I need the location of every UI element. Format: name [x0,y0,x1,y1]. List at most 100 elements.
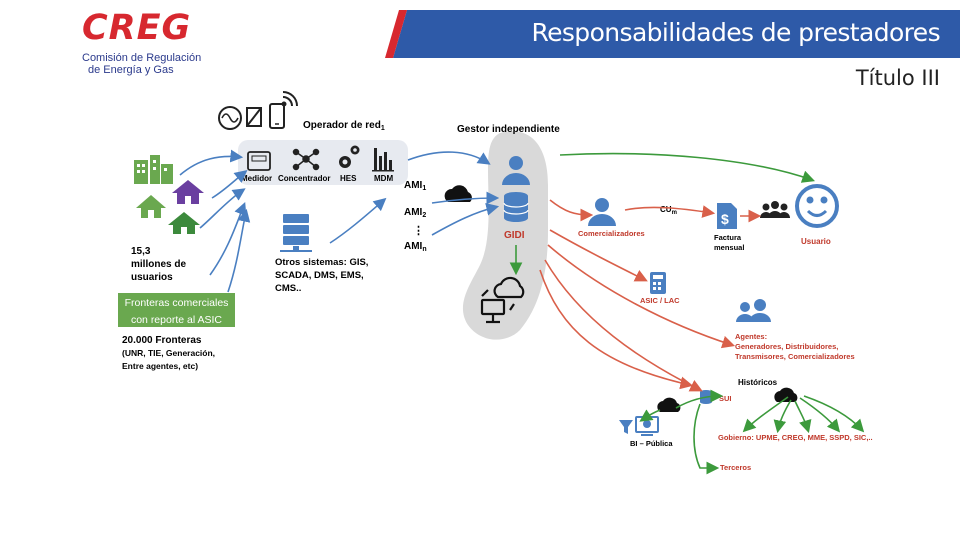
title-bar-shape [385,10,960,58]
mdm-label: MDM [374,174,393,183]
arrow-house-to-operator [211,170,248,199]
blue-arrows [179,149,500,293]
ami2-label: AMI2 [404,207,426,219]
concentrator-network-icon [292,148,320,171]
ami-ellipsis: ⋮ [413,225,424,237]
usuarios-count-line1: 15,3 [131,246,151,257]
terceros-label: Terceros [720,463,751,472]
hes-label: HES [340,174,357,183]
arrow-cloud-to-bi [639,409,661,422]
arrow-usuarios-to-operator [209,202,247,276]
fronteras-box-line2: con reporte al ASIC [130,314,223,326]
logo-subtitle-line2: de Energía y Gas [88,64,174,76]
arrow-gobierno-2 [773,399,792,434]
arrow-gestor-to-agentes [547,244,736,349]
usuario-label: Usuario [801,237,831,246]
otros-sistemas-line3: CMS.. [275,283,301,294]
comercializadores-label: Comercializadores [578,229,645,238]
sui-cloud-icon [657,397,681,412]
factura-line1: Factura [714,233,742,242]
buildings-icon [134,155,173,184]
agentes-line2: Generadores, Distribuidores, [735,342,838,351]
arrow-gobierno-1 [742,396,789,433]
cu-label: CUm [660,205,677,216]
gobierno-cloud-icon [774,387,798,402]
mdm-bar-chart-icon [372,148,394,172]
arrow-sui-to-terceros [693,403,720,475]
operador-label: Operador de red1 [303,120,385,132]
hes-gears-icon [339,145,360,168]
filter-icon [619,420,633,434]
arrow-gobierno-5 [803,395,865,433]
otros-sistemas-line2: SCADA, DMS, EMS, [275,270,364,281]
wifi-signal-icon [281,91,298,107]
historicos-label: Históricos [738,378,778,387]
invoice-document-icon: $ [717,203,737,229]
agentes-group-icon [736,299,771,322]
fronteras-count: 20.000 Fronteras [122,335,202,346]
usuario-smiley-icon [795,184,839,228]
otros-sistemas-line1: Otros sistemas: GIS, [275,257,368,268]
page-title: Responsabilidades de prestadores [531,18,940,47]
arrow-house2-to-operator [199,188,246,229]
fronteras-comerciales-box: Fronteras comerciales con reporte al ASI… [118,293,235,327]
user-group-icon [760,201,790,218]
smart-meter-icon [246,107,262,127]
energy-meter-icon [218,106,242,130]
gobierno-label: Gobierno: UPME, CREG, MME, SSPD, SIC,.. [718,433,873,442]
arrow-comercializadores-to-factura [624,205,716,218]
asic-label: ASIC / LAC [640,296,680,305]
arrow-gestor-to-asic [549,229,648,282]
arrow-gobierno-3 [794,400,812,434]
cloud-computer-icon [480,276,525,324]
amin-label: AMIn [404,241,427,253]
fronteras-detail-line2: Entre agentes, etc) [122,361,198,371]
house-purple-icon [172,180,204,204]
arrow-gestor-to-usuario [559,152,816,183]
title-bar: Responsabilidades de prestadores [385,10,960,58]
fronteras-detail-line1: (UNR, TIE, Generación, [122,348,215,358]
bi-label: BI – Pública [630,439,673,448]
arrow-gestor-to-historicos [539,269,694,390]
mobile-phone-icon [269,103,285,129]
svg-text:$: $ [721,211,729,227]
red-arrows [539,199,762,392]
server-rack-icon [280,214,312,252]
gestor-label: Gestor independiente [457,124,560,135]
cloud-icon [444,185,472,202]
house-dark-green-icon [168,212,200,234]
house-green-icon [136,195,166,218]
operator-systems-panel [238,140,408,185]
logo-subtitle-line1: Comisión de Regulación [82,52,202,64]
calculator-icon [650,272,666,294]
medidor-label: Medidor [241,174,272,183]
fronteras-box-line1: Fronteras comerciales [124,297,229,309]
gidi-label: GIDI [504,230,525,241]
sui-label: SUI [719,394,732,403]
page-subtitle: Título III [855,66,940,90]
database-icon [503,192,529,222]
arrow-gobierno-4 [799,397,841,433]
creg-logo: CREG Comisión de Regulación de Energía y… [78,8,208,76]
agentes-line3: Transmisores, Comercializadores [735,352,855,361]
ami1-label: AMI1 [404,180,426,192]
arrow-fronteras-to-operator [227,208,251,293]
arrow-otros-to-operator [329,197,387,244]
arrow-gestor-to-sui [544,259,703,392]
usuarios-count-line2: millones de [131,259,186,270]
green-arrows [509,152,865,475]
logo-wordmark: CREG [82,8,192,48]
arrow-ami2-to-gestor [431,191,500,205]
arrow-cloud-to-sui [675,389,724,409]
arrow-amin-to-gestor [431,203,500,236]
usuarios-count-line3: usuarios [131,272,173,283]
meter-device-icon [247,151,271,171]
arrow-gestor-to-comercializadores [549,199,594,222]
concentrador-label: Concentrador [278,174,330,183]
arrow-operator-to-gestor [407,151,491,165]
arrow-users-to-operator [179,149,244,176]
agentes-line1: Agentes: [735,332,767,341]
bi-monitor-icon [635,416,659,436]
comercializador-person-icon [588,198,616,226]
